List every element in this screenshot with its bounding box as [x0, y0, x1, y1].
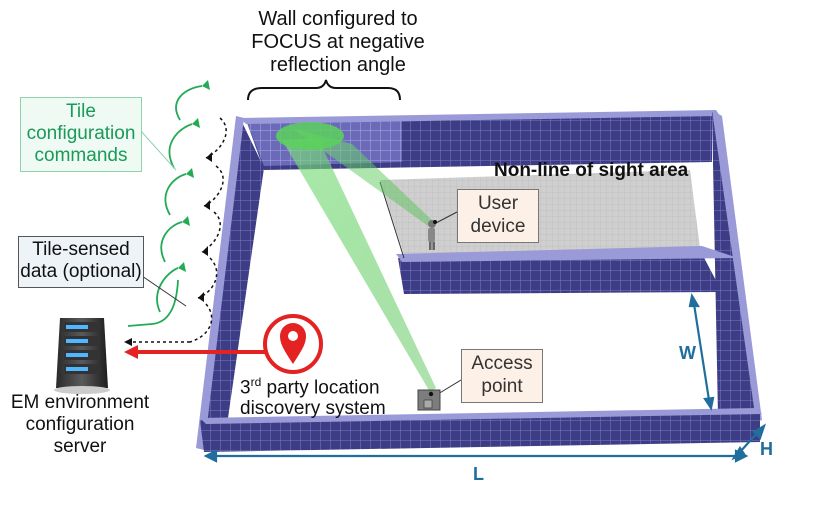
user-figure-icon [428, 220, 437, 250]
left-wall-top [196, 116, 244, 450]
server-label-line1: EM environment [10, 392, 150, 413]
access-point-callout: Access point [461, 349, 543, 403]
third-party-line1: 3rd party location [240, 372, 386, 398]
back-wall-top [240, 110, 720, 124]
dimension-l [203, 449, 749, 463]
length-label: L [473, 464, 484, 484]
access-point-line2: point [481, 376, 523, 397]
focus-beam-ap [282, 138, 436, 392]
third-party-ordinal-suffix: rd [250, 375, 262, 389]
user-leader [433, 211, 458, 225]
third-party-ordinal: 3 [240, 377, 251, 399]
sensed-data-arrowheads [124, 152, 212, 346]
tile-sensed-data-callout: Tile-sensed data (optional) [18, 236, 144, 288]
cmd-line3: commands [34, 145, 128, 166]
cmd-line2: configuration [26, 123, 136, 144]
command-arrowheads [178, 80, 210, 272]
ap-leader [437, 379, 462, 395]
server-label-line3: server [53, 436, 107, 457]
server-icon [54, 318, 110, 394]
cmd-line1: Tile [66, 101, 96, 122]
right-wall-top [712, 110, 762, 422]
user-device-line2: device [470, 216, 526, 237]
wall-focus-label: Wall configured to FOCUS at negative ref… [228, 8, 448, 77]
wall-focus-label-line3: reflection angle [270, 54, 406, 76]
wall-focus-label-line2: FOCUS at negative [251, 31, 425, 53]
wall-brace [247, 79, 401, 101]
wall-focus-label-line1: Wall configured to [258, 8, 418, 30]
front-wall-top [200, 408, 762, 424]
sensed-data-arrows [130, 117, 227, 343]
third-party-line1-rest: party location [261, 377, 380, 399]
nlos-floor [380, 170, 700, 258]
third-party-location-label: 3rd party location discovery system [240, 372, 386, 419]
access-point-line1: Access [471, 353, 533, 374]
location-pin-icon [263, 314, 323, 374]
sensed-leader [141, 275, 187, 307]
user-device-callout: User device [457, 189, 539, 243]
third-party-line2: discovery system [240, 398, 386, 420]
access-point-icon [417, 389, 441, 411]
nlos-area-label: Non-line of sight area [494, 160, 689, 181]
width-label: W [679, 343, 696, 363]
tile-config-commands-callout: Tile configuration commands [20, 97, 142, 172]
left-wall [200, 118, 264, 448]
focus-spot [276, 122, 344, 150]
sensed-line1: Tile-sensed [32, 239, 130, 260]
height-label: H [760, 439, 773, 459]
location-arrowhead [124, 345, 138, 359]
sensed-line2: data (optional) [20, 261, 142, 282]
cmd-leader [139, 129, 177, 171]
focus-beam-user [292, 128, 434, 226]
command-arrows [127, 85, 203, 327]
dimension-w [688, 292, 715, 411]
divider-wall-top [396, 246, 738, 262]
server-label: EM environment configuration server [10, 392, 150, 458]
user-device-line1: User [477, 193, 519, 214]
server-label-line2: configuration [25, 414, 135, 435]
